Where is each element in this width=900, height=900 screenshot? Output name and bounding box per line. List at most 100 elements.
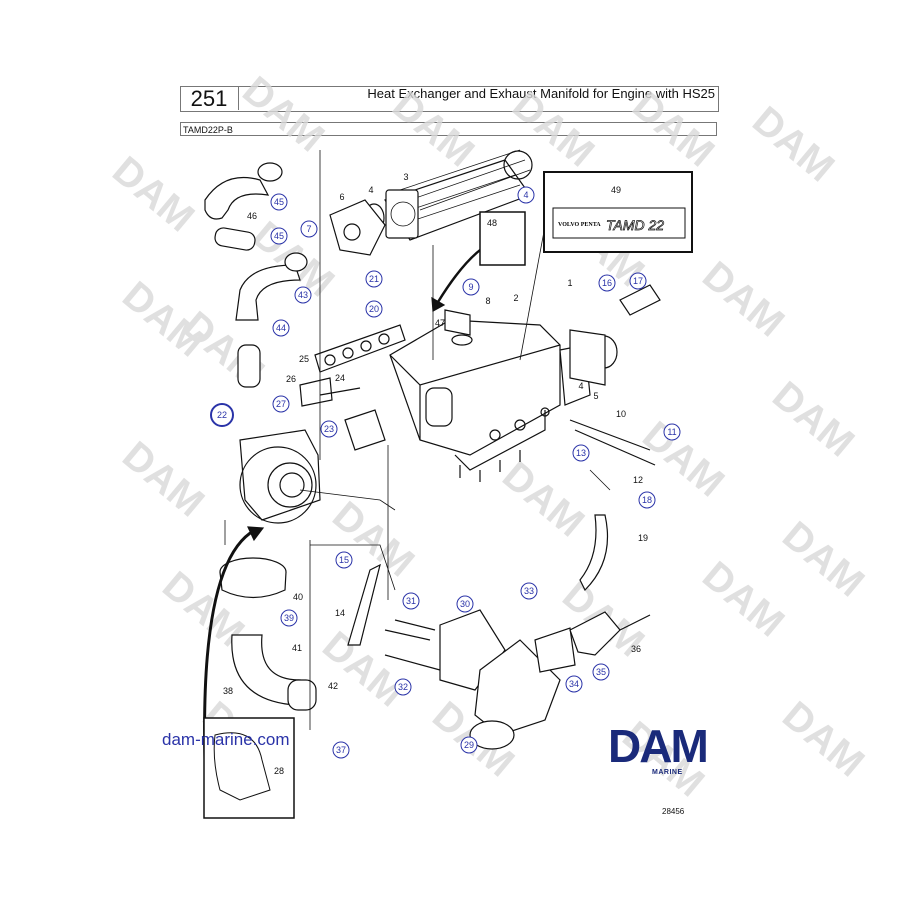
callout-circle: [280, 609, 298, 627]
callout-number: 6: [339, 192, 344, 202]
watermark-text: DAM: [504, 83, 602, 175]
callout-number: 44: [276, 323, 286, 333]
hose-46: [204, 176, 270, 220]
end-cover-plate: [569, 329, 606, 386]
watermark-text: DAM: [314, 623, 412, 715]
callout-circle: [462, 278, 480, 296]
callout-number: 33: [524, 586, 534, 596]
watermark-text: DAM: [114, 433, 212, 525]
hose-44: [235, 264, 301, 321]
callout-number: 38: [223, 686, 233, 696]
callout-number: 24: [335, 373, 345, 383]
callout-number: 31: [406, 596, 416, 606]
callout-number: 9: [468, 282, 473, 292]
callout-number: 3: [403, 172, 408, 182]
dam-marine-logo: DAM: [608, 722, 709, 770]
watermark-text: DAM: [774, 513, 872, 605]
callout-circle: [332, 741, 350, 759]
callout-number: 29: [464, 740, 474, 750]
callout-number: 30: [460, 599, 470, 609]
callout-number: 49: [611, 185, 621, 195]
callout-number: 10: [616, 409, 626, 419]
callout-number: 35: [596, 667, 606, 677]
callout-number: 46: [247, 211, 257, 221]
manifold-gasket: [314, 324, 406, 373]
watermark-text: DAM: [494, 453, 592, 545]
callout-number: 4: [368, 185, 373, 195]
watermark-text: DAM: [694, 253, 792, 345]
header-frame: [180, 86, 719, 112]
hose-43: [237, 344, 261, 388]
callout-circle: [572, 444, 590, 462]
watermark-text: DAM: [234, 68, 332, 160]
website-url[interactable]: dam-marine.com: [162, 730, 290, 749]
callout-circle: [272, 319, 290, 337]
callout-circle: [456, 595, 474, 613]
callout-number: 18: [642, 495, 652, 505]
callout-number: 17: [633, 276, 643, 286]
end-cover: [329, 199, 386, 256]
hose-19: [579, 514, 609, 592]
callout-number: 26: [286, 374, 296, 384]
callout-number: 8: [485, 296, 490, 306]
callout-circle: [365, 300, 383, 318]
heat-exchanger-body: [389, 309, 591, 482]
callout-number: 40: [293, 592, 303, 602]
callout-circle: [294, 286, 312, 304]
callout-circle: [270, 227, 288, 245]
callout-number: 13: [576, 448, 586, 458]
callout-circle: [592, 663, 610, 681]
callout-number: 11: [667, 427, 676, 437]
callout-number: 14: [335, 608, 345, 618]
callout-number: 45: [274, 231, 284, 241]
watermark-text: DAM: [764, 373, 862, 465]
callout-circle: [598, 274, 616, 292]
callout-circle: [402, 592, 420, 610]
callout-number: 15: [339, 555, 349, 565]
callout-number: 28: [274, 766, 284, 776]
callout-number: 45: [274, 197, 284, 207]
callout-number: 5: [593, 391, 598, 401]
callout-number: 12: [633, 475, 643, 485]
callout-number: 41: [292, 643, 302, 653]
callout-number: 21: [369, 274, 379, 284]
watermark-text: DAM: [104, 148, 202, 240]
watermark-text: DAM: [694, 553, 792, 645]
inset-frame: [479, 211, 526, 266]
callout-number: 20: [369, 304, 379, 314]
svg-text:DAM: DAM: [608, 722, 707, 770]
callout-number: 25: [299, 354, 309, 364]
callout-number: 23: [324, 424, 334, 434]
callout-number: 32: [398, 682, 408, 692]
watermark-text: DAM: [634, 413, 732, 505]
callout-circle: [520, 582, 538, 600]
callout-number: 2: [513, 293, 518, 303]
callout-circle: [300, 220, 318, 238]
callout-circle: [365, 270, 383, 288]
callout-circle: [394, 678, 412, 696]
emblem-decal: VOLVO PENTA TAMD 22: [543, 171, 693, 253]
watermark-text: DAM: [384, 83, 482, 175]
callout-number: 39: [284, 613, 294, 623]
page-number: 251: [180, 86, 239, 111]
watermark-text: DAM: [744, 98, 842, 190]
callout-number: 7: [306, 224, 311, 234]
callout-number: 47: [435, 318, 445, 328]
callout-circle: [638, 491, 656, 509]
callout-number: 42: [328, 681, 338, 691]
emblem-maker-text: VOLVO PENTA: [558, 222, 601, 228]
callout-circle: [460, 736, 478, 754]
callout-number: 22: [217, 410, 227, 420]
callout-number: 36: [631, 644, 641, 654]
o-ring: [503, 150, 533, 180]
callout-circle: [629, 272, 647, 290]
turbocharger: [239, 429, 321, 524]
callout-number: 34: [569, 679, 579, 689]
bracket: [347, 563, 381, 646]
callout-circle: [270, 193, 288, 211]
model-label: TAMD22P-B: [180, 122, 717, 136]
callout-number: 4: [523, 190, 528, 200]
callout-number: 19: [638, 533, 648, 543]
